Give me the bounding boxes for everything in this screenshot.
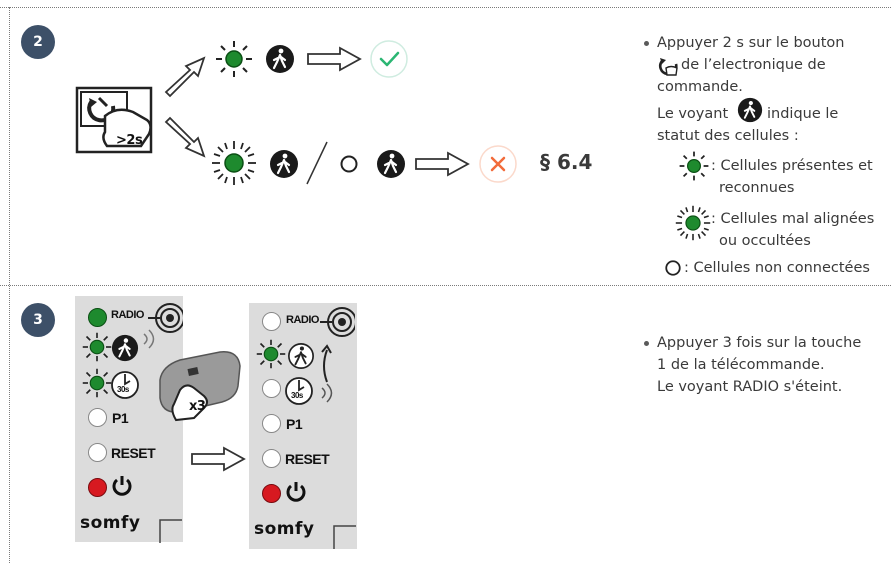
hold-time-label: >2s [116, 133, 143, 148]
antenna-icon [320, 307, 355, 337]
led-blinking-fast-icon [675, 205, 711, 241]
led-blinking-fast-icon [212, 141, 256, 185]
press-count: x3 [189, 399, 206, 414]
slash-divider [306, 141, 328, 185]
timer-icon [285, 377, 313, 405]
bullet [644, 341, 649, 346]
reset-label: RESET [111, 445, 156, 461]
step-number: 2 [33, 34, 43, 50]
timer-label: 30s [117, 385, 129, 394]
outline-arrow-right-icon [307, 46, 362, 72]
outline-arrow-right-icon [415, 151, 470, 177]
p1-led [88, 408, 107, 427]
pedestrian-icon [266, 45, 294, 73]
legend-present-cont: reconnues [719, 180, 795, 196]
pedestrian-icon [737, 97, 763, 123]
power-icon [112, 476, 132, 496]
power-led [262, 484, 281, 503]
radio-waves-icon [321, 383, 333, 403]
reset-label: RESET [285, 451, 330, 467]
arrow-up-curve-icon [321, 344, 332, 383]
reset-led [88, 443, 107, 462]
p1-label: P1 [286, 416, 303, 432]
led-blinking-slow-icon [216, 41, 252, 77]
led-blinking-icon [82, 368, 112, 398]
left-border [9, 7, 10, 563]
legend-present: : Cellules présentes et [711, 158, 873, 174]
brand-logo: somfy [80, 513, 141, 533]
pedestrian-icon [270, 150, 298, 178]
section-reference: § 6.4 [540, 150, 593, 174]
p1-label: P1 [112, 410, 129, 426]
step2-line5: statut des cellules : [657, 128, 799, 144]
cross-icon [479, 145, 517, 183]
step-number: 3 [33, 312, 43, 328]
pedestrian-icon [111, 334, 139, 362]
radio-led [262, 312, 281, 331]
step-badge-3: 3 [21, 303, 55, 337]
board-button-illustration [75, 86, 153, 154]
timer-icon [111, 371, 139, 399]
brand-logo: somfy [254, 519, 315, 539]
top-separator [0, 7, 891, 8]
step2-line1: Appuyer 2 s sur le bouton [657, 35, 845, 51]
pedestrian-icon [377, 150, 405, 178]
check-icon [370, 40, 408, 78]
timer-led [262, 379, 281, 398]
radio-led [88, 308, 107, 327]
radio-waves-icon [143, 329, 155, 349]
legend-misaligned-cont: ou occultées [719, 233, 811, 249]
p1-led [262, 414, 281, 433]
step2-line3: commande. [657, 79, 743, 95]
timer-label: 30s [291, 391, 303, 400]
led-off-icon [340, 155, 358, 173]
led-blinking-slow-icon [679, 151, 709, 181]
panel-bracket [159, 519, 182, 543]
reset-led [262, 449, 281, 468]
step3-line2: 1 de la télécommande. [657, 357, 825, 373]
legend-not-connected: : Cellules non connectées [684, 260, 870, 276]
power-led [88, 478, 107, 497]
outline-arrow-right-icon [191, 446, 246, 472]
arrow-up-right-icon [164, 56, 206, 98]
pedestrian-outline-icon [288, 343, 314, 369]
led-blinking-icon [82, 332, 112, 362]
bullet [644, 41, 649, 46]
arrow-down-right-icon [164, 116, 206, 158]
step2-line2: de l’electronique de [681, 57, 826, 73]
step2-line4: Le voyant [657, 106, 729, 122]
power-icon [286, 482, 306, 502]
antenna-icon [148, 303, 183, 333]
led-off-icon [665, 260, 681, 276]
step3-line3: Le voyant RADIO s'éteint. [657, 379, 843, 395]
remote-control-illustration [159, 351, 241, 422]
legend-misaligned: : Cellules mal alignées [711, 211, 875, 227]
step-badge-2: 2 [21, 25, 55, 59]
panel-bracket [333, 525, 356, 549]
step2-line4b: indique le [767, 106, 839, 122]
radio-label: RADIO [286, 314, 319, 326]
radio-label: RADIO [111, 309, 144, 321]
board-button-icon [658, 58, 678, 76]
led-blinking-icon [256, 339, 286, 369]
step3-line1: Appuyer 3 fois sur la touche [657, 335, 862, 351]
middle-separator [0, 285, 891, 286]
